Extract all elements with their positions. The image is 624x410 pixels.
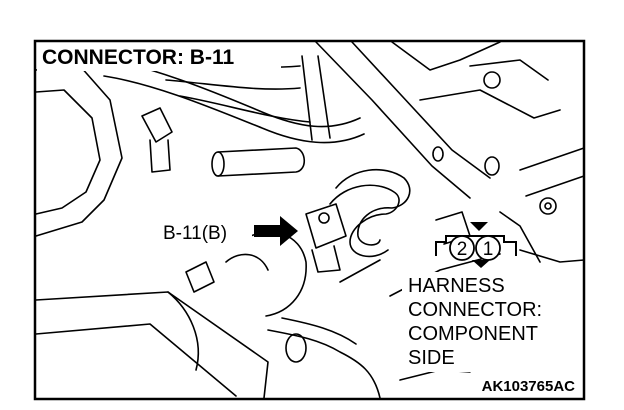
pin-number-2: 2	[457, 239, 468, 260]
connector-housing	[435, 235, 517, 256]
figure-code: AK103765AC	[482, 378, 576, 395]
title-backing	[37, 43, 281, 71]
harness-line-3: COMPONENT	[408, 323, 538, 345]
harness-connector-symbol: 2 1	[435, 222, 517, 268]
engine-line-art	[35, 41, 585, 399]
diagram-border	[33, 39, 586, 401]
connector-callout-label: B-11(B)	[163, 223, 227, 244]
connector-lock-tab	[470, 222, 488, 231]
callout-backing	[160, 220, 252, 244]
pin-number-1: 1	[483, 239, 494, 260]
connector-title: CONNECTOR: B-11	[42, 46, 234, 69]
harness-line-1: HARNESS	[408, 275, 505, 297]
figure-code-backing	[462, 374, 580, 396]
harness-line-4: SIDE	[408, 347, 455, 369]
harness-label-backing	[402, 272, 582, 372]
connector-key	[472, 260, 490, 268]
pin-1-circle	[475, 235, 501, 261]
pin-2-circle	[449, 235, 475, 261]
harness-line-2: CONNECTOR:	[408, 299, 542, 321]
callout-arrow-icon	[254, 216, 298, 246]
